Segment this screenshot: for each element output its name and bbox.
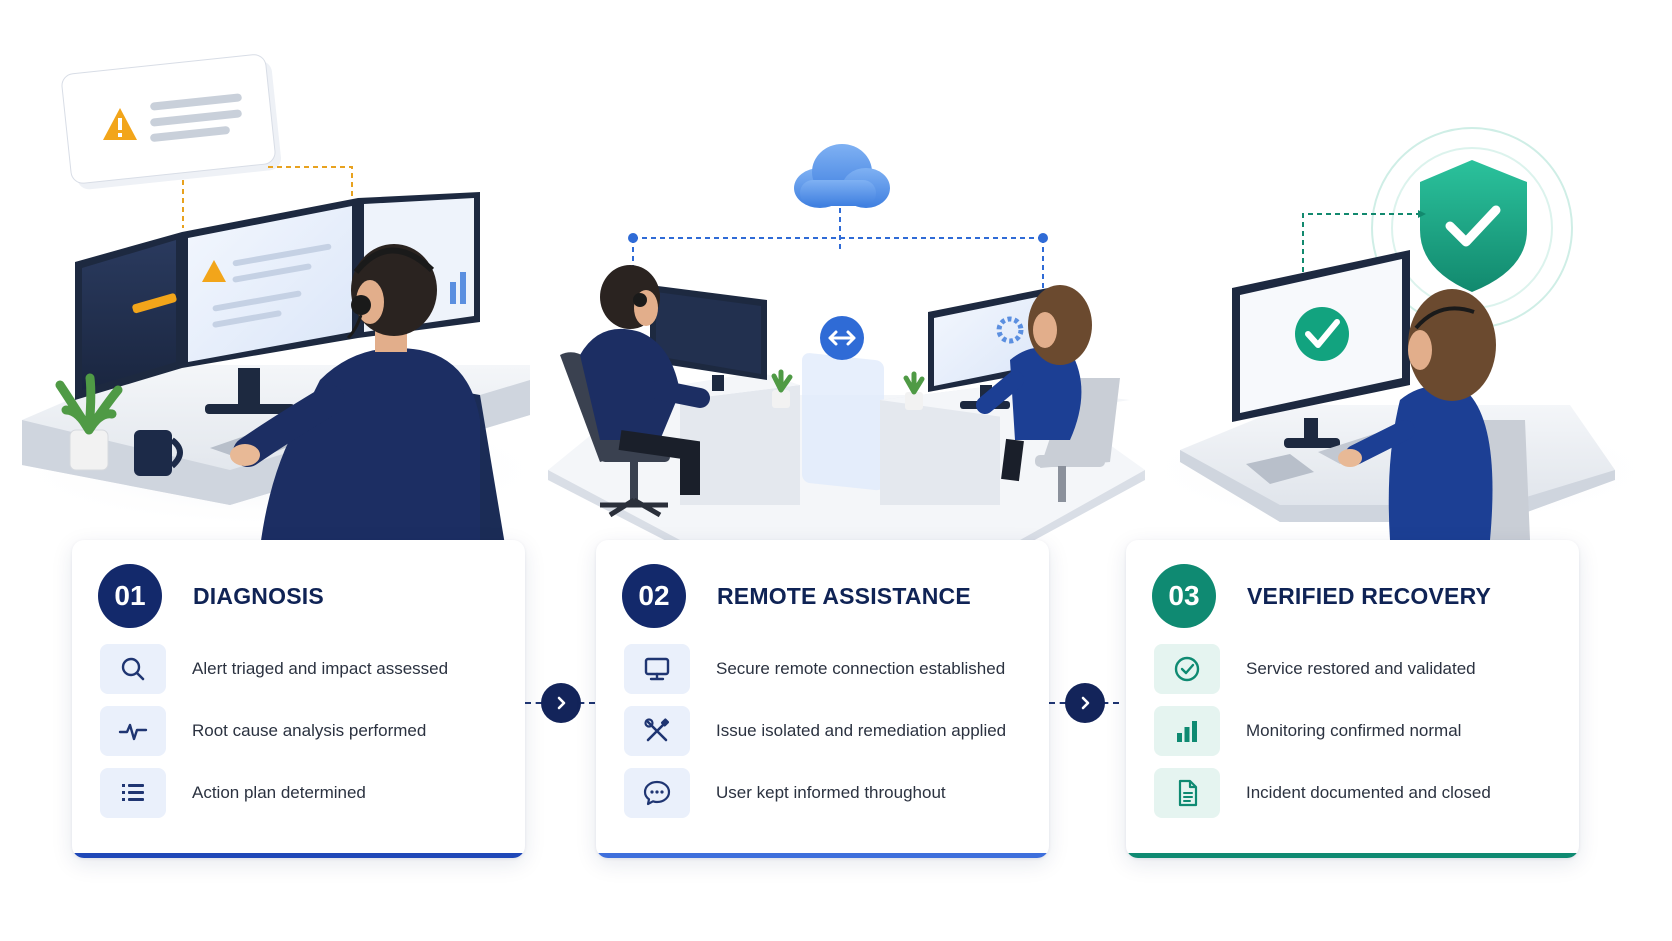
shield-check-icon (1420, 160, 1527, 292)
search-icon (100, 644, 166, 694)
workflow-illustration (0, 54, 1670, 548)
list-item: Action plan determined (100, 768, 505, 818)
stage-card-remote-assistance: 02 REMOTE ASSISTANCE Secure remote conne… (596, 540, 1049, 858)
stage-card-diagnosis: 01 DIAGNOSIS Alert triaged and impact as… (72, 540, 525, 858)
stage-number-badge: 02 (622, 564, 686, 628)
document-icon (1154, 768, 1220, 818)
stage-steps-list: Service restored and validated Monitorin… (1154, 644, 1559, 830)
list-item: Alert triaged and impact assessed (100, 644, 505, 694)
diagnosis-scene (0, 54, 560, 548)
check-circle-icon (1295, 307, 1349, 361)
card-accent-bar (596, 853, 1049, 858)
next-step-connector (525, 683, 595, 723)
list-item: Issue isolated and remediation applied (624, 706, 1029, 756)
chat-icon (624, 768, 690, 818)
stage-number-badge: 01 (98, 564, 162, 628)
next-step-connector (1049, 683, 1119, 723)
step-text: Service restored and validated (1246, 659, 1476, 678)
list-item: Monitoring confirmed normal (1154, 706, 1559, 756)
step-text: Secure remote connection established (716, 659, 1006, 678)
step-text: Alert triaged and impact assessed (192, 659, 449, 678)
pulse-icon (100, 706, 166, 756)
step-text: User kept informed throughout (716, 783, 946, 802)
list-item: Root cause analysis performed (100, 706, 505, 756)
verified-recovery-scene (1130, 127, 1670, 540)
stage-steps-list: Alert triaged and impact assessed Root c… (100, 644, 505, 830)
step-text: Root cause analysis performed (192, 721, 427, 740)
monitor-icon (624, 644, 690, 694)
chevron-right-icon (1065, 683, 1105, 723)
stage-title: DIAGNOSIS (193, 582, 324, 609)
chevron-right-icon (541, 683, 581, 723)
alert-popup (61, 54, 282, 190)
step-text: Incident documented and closed (1246, 783, 1491, 802)
step-text: Issue isolated and remediation applied (716, 721, 1007, 740)
stage-number-badge: 03 (1152, 564, 1216, 628)
list-item: Service restored and validated (1154, 644, 1559, 694)
list-item: User kept informed throughout (624, 768, 1029, 818)
tools-icon (624, 706, 690, 756)
list-item: Incident documented and closed (1154, 768, 1559, 818)
step-text: Monitoring confirmed normal (1246, 721, 1462, 740)
bar-chart-icon (1154, 706, 1220, 756)
list-icon (100, 768, 166, 818)
card-accent-bar (72, 853, 525, 858)
stage-title: REMOTE ASSISTANCE (717, 582, 971, 609)
check-circle-icon (1154, 644, 1220, 694)
stage-title: VERIFIED RECOVERY (1247, 582, 1492, 609)
stage-steps-list: Secure remote connection established Iss… (624, 644, 1029, 830)
stage-card-verified-recovery: 03 VERIFIED RECOVERY Service restored an… (1126, 540, 1579, 858)
card-accent-bar (1126, 853, 1579, 858)
step-text: Action plan determined (192, 783, 366, 802)
cloud-icon (794, 144, 890, 208)
list-item: Secure remote connection established (624, 644, 1029, 694)
remote-assistance-scene (540, 144, 1145, 548)
